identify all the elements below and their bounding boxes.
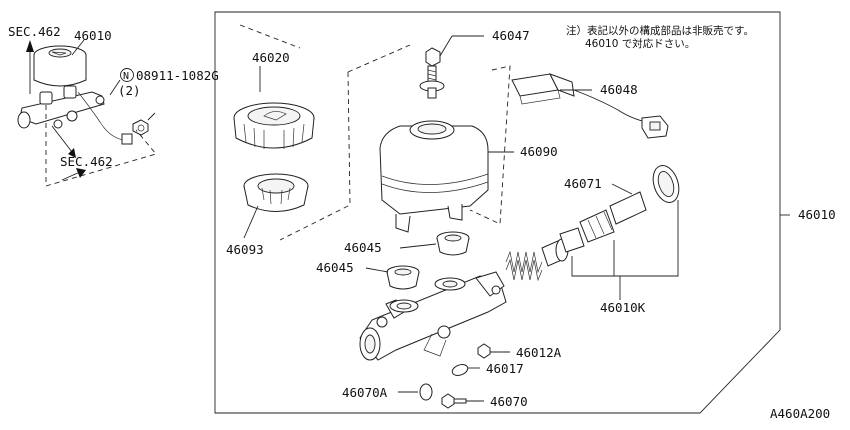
master-cylinder-body	[359, 271, 507, 361]
label-reservoir-tank: 46090	[520, 144, 558, 159]
fluid-level-switch	[511, 73, 669, 139]
stopper-bolt	[477, 343, 491, 359]
label-grommet-upper: 46045	[344, 240, 382, 255]
plug	[451, 364, 469, 376]
label-grommet-lower: 46045	[316, 260, 354, 275]
label-cap-seal: 46093	[226, 242, 264, 257]
inset-nut-part-label: 08911-1082G	[136, 68, 219, 83]
inset-nut-qty-label: (2)	[118, 83, 141, 98]
cap-group-outline	[239, 24, 301, 49]
label-piston-seal: 46071	[564, 176, 602, 191]
note-line-2: 46010 で対応ドさい。	[585, 37, 695, 50]
label-bleeder-screw: 46070	[490, 394, 528, 409]
bleeder-cap	[419, 383, 433, 401]
bleeder-screw	[441, 393, 467, 409]
note-line-1: 注）表記以外の構成部品は非販売です。	[566, 24, 754, 37]
label-plug: 46017	[486, 361, 524, 376]
label-bleeder-cap: 46070A	[342, 385, 388, 400]
reservoir-tank	[379, 120, 489, 233]
inset-sec-top-label: SEC.462	[8, 24, 61, 39]
inset-assembly-view	[17, 39, 157, 187]
inset-sec-bottom-label: SEC.462	[60, 154, 113, 169]
reservoir-bolt	[419, 47, 445, 99]
label-piston-kit: 46010K	[600, 300, 646, 315]
drawing-code: A460A200	[770, 406, 830, 421]
nut-circle-marker	[120, 68, 134, 82]
label-reservoir-cap: 46020	[252, 50, 290, 65]
inset-assembly-label: 46010	[74, 28, 112, 43]
grommet-lower	[386, 265, 420, 290]
inset-nut-circle: N	[123, 71, 129, 82]
label-fluid-level-switch: 46048	[600, 82, 638, 97]
cap-seal	[243, 173, 309, 212]
label-reservoir-bolt: 46047	[492, 28, 530, 43]
label-stopper-bolt: 46012A	[516, 345, 562, 360]
reservoir-cap	[233, 102, 315, 149]
piston-kit	[505, 165, 680, 282]
label-master-cylinder-assy: 46010	[798, 207, 836, 222]
grommet-upper	[436, 231, 470, 256]
main-frame	[214, 11, 781, 414]
